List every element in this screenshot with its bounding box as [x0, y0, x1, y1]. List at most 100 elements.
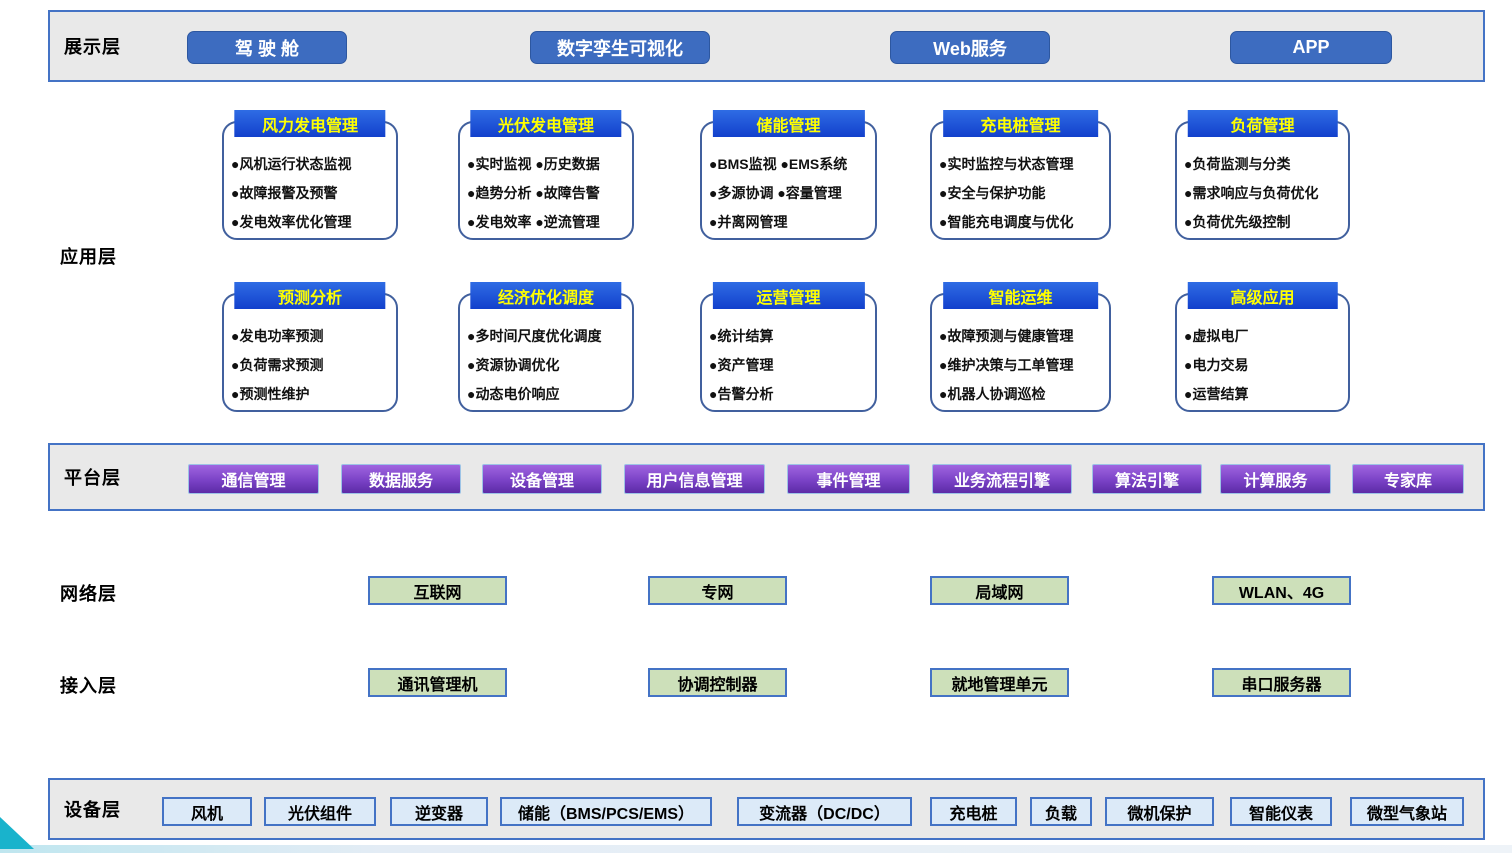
display-button-cockpit: 驾 驶 舱	[187, 31, 347, 64]
card-title: 经济优化调度	[470, 282, 622, 309]
device-box-inverter: 逆变器	[390, 797, 488, 826]
card-outline	[1175, 121, 1350, 240]
bullet-line: ●负荷需求预测	[231, 357, 324, 373]
access-box-coordinator-controller: 协调控制器	[648, 668, 787, 697]
card-bullets: ●实时监视 ●历史数据 ●趋势分析 ●故障告警 ●发电效率 ●逆流管理	[467, 150, 630, 237]
device-box-smart-meter: 智能仪表	[1230, 797, 1332, 826]
device-box-converter-dcdc: 变流器（DC/DC）	[737, 797, 912, 826]
access-box-serial-server: 串口服务器	[1212, 668, 1351, 697]
app-card-advanced-apps: 高级应用 ●虚拟电厂 ●电力交易 ●运营结算	[1175, 282, 1350, 412]
bottom-gradient-strip	[0, 845, 1512, 853]
network-layer-label: 网络层	[60, 584, 117, 604]
bullet-line: ●资产管理	[709, 357, 774, 373]
card-bullets: ●多时间尺度优化调度 ●资源协调优化 ●动态电价响应	[467, 322, 630, 409]
bullet-line: ●虚拟电厂	[1184, 328, 1249, 344]
device-box-storage-bms-pcs-ems: 储能（BMS/PCS/EMS）	[500, 797, 712, 826]
card-title: 负荷管理	[1187, 110, 1338, 137]
bullet-line: ●电力交易	[1184, 357, 1249, 373]
card-title: 充电桩管理	[942, 110, 1099, 137]
card-title: 智能运维	[942, 282, 1099, 309]
app-card-economic-dispatch: 经济优化调度 ●多时间尺度优化调度 ●资源协调优化 ●动态电价响应	[458, 282, 634, 412]
bullet-line: ●并离网管理	[709, 214, 788, 230]
card-bullets: ●实时监控与状态管理 ●安全与保护功能 ●智能充电调度与优化	[939, 150, 1107, 237]
platform-button-expert-library: 专家库	[1352, 464, 1464, 494]
network-box-wlan-4g: WLAN、4G	[1212, 576, 1351, 605]
platform-button-data-service: 数据服务	[341, 464, 461, 494]
display-layer-band: 展示层 驾 驶 舱 数字孪生可视化 Web服务 APP	[48, 10, 1485, 82]
bullet-line: ●发电效率优化管理	[231, 214, 352, 230]
bullet-line: ●BMS监视 ●EMS系统	[709, 156, 848, 172]
device-box-wind-turbine: 风机	[162, 797, 252, 826]
bullet-line: ●实时监视 ●历史数据	[467, 156, 600, 172]
platform-button-workflow-engine: 业务流程引擎	[932, 464, 1072, 494]
network-box-private-network: 专网	[648, 576, 787, 605]
network-box-internet: 互联网	[368, 576, 507, 605]
display-layer-label: 展示层	[64, 37, 121, 57]
device-layer-band: 设备层 风机 光伏组件 逆变器 储能（BMS/PCS/EMS） 变流器（DC/D…	[48, 778, 1485, 840]
device-box-micro-weather-station: 微型气象站	[1350, 797, 1464, 826]
bullet-line: ●发电功率预测	[231, 328, 324, 344]
app-card-intelligent-om: 智能运维 ●故障预测与健康管理 ●维护决策与工单管理 ●机器人协调巡检	[930, 282, 1111, 412]
card-title: 光伏发电管理	[470, 110, 622, 137]
app-card-charging-pile: 充电桩管理 ●实时监控与状态管理 ●安全与保护功能 ●智能充电调度与优化	[930, 110, 1111, 240]
card-bullets: ●虚拟电厂 ●电力交易 ●运营结算	[1184, 322, 1346, 409]
platform-layer-band: 平台层 通信管理 数据服务 设备管理 用户信息管理 事件管理 业务流程引擎 算法…	[48, 443, 1485, 511]
card-bullets: ●负荷监测与分类 ●需求响应与负荷优化 ●负荷优先级控制	[1184, 150, 1346, 237]
app-card-wind-power: 风力发电管理 ●风机运行状态监视 ●故障报警及预警 ●发电效率优化管理	[222, 110, 398, 240]
platform-layer-label: 平台层	[64, 468, 121, 488]
bullet-line: ●统计结算	[709, 328, 774, 344]
app-card-pv-power: 光伏发电管理 ●实时监视 ●历史数据 ●趋势分析 ●故障告警 ●发电效率 ●逆流…	[458, 110, 634, 240]
network-box-lan: 局域网	[930, 576, 1069, 605]
device-box-microcomputer-protection: 微机保护	[1105, 797, 1214, 826]
platform-button-communication: 通信管理	[188, 464, 319, 494]
bullet-line: ●需求响应与负荷优化	[1184, 185, 1319, 201]
card-outline	[458, 293, 634, 412]
device-layer-label: 设备层	[64, 800, 121, 820]
bullet-line: ●发电效率 ●逆流管理	[467, 214, 600, 230]
bullet-line: ●智能充电调度与优化	[939, 214, 1074, 230]
card-title: 高级应用	[1187, 282, 1338, 309]
bullet-line: ●安全与保护功能	[939, 185, 1046, 201]
bullet-line: ●预测性维护	[231, 386, 310, 402]
display-button-digital-twin: 数字孪生可视化	[530, 31, 710, 64]
card-bullets: ●风机运行状态监视 ●故障报警及预警 ●发电效率优化管理	[231, 150, 394, 237]
platform-button-device-mgmt: 设备管理	[482, 464, 602, 494]
bullet-line: ●实时监控与状态管理	[939, 156, 1074, 172]
card-title: 运营管理	[712, 282, 865, 309]
bullet-line: ●故障报警及预警	[231, 185, 338, 201]
bullet-line: ●多时间尺度优化调度	[467, 328, 602, 344]
bullet-line: ●趋势分析 ●故障告警	[467, 185, 600, 201]
bullet-line: ●维护决策与工单管理	[939, 357, 1074, 373]
display-button-app: APP	[1230, 31, 1392, 64]
card-outline	[458, 121, 634, 240]
bullet-line: ●故障预测与健康管理	[939, 328, 1074, 344]
bullet-line: ●动态电价响应	[467, 386, 560, 402]
app-card-forecast-analysis: 预测分析 ●发电功率预测 ●负荷需求预测 ●预测性维护	[222, 282, 398, 412]
app-card-load-management: 负荷管理 ●负荷监测与分类 ●需求响应与负荷优化 ●负荷优先级控制	[1175, 110, 1350, 240]
bullet-line: ●运营结算	[1184, 386, 1249, 402]
platform-button-algorithm-engine: 算法引擎	[1092, 464, 1202, 494]
bullet-line: ●风机运行状态监视	[231, 156, 352, 172]
app-card-energy-storage: 储能管理 ●BMS监视 ●EMS系统 ●多源协调 ●容量管理 ●并离网管理	[700, 110, 877, 240]
bullet-line: ●机器人协调巡检	[939, 386, 1046, 402]
device-box-load: 负载	[1030, 797, 1092, 826]
card-bullets: ●故障预测与健康管理 ●维护决策与工单管理 ●机器人协调巡检	[939, 322, 1107, 409]
access-layer-label: 接入层	[60, 676, 117, 696]
card-outline	[700, 121, 877, 240]
bullet-line: ●告警分析	[709, 386, 774, 402]
access-box-local-mgmt-unit: 就地管理单元	[930, 668, 1069, 697]
corner-swoosh-decoration	[0, 817, 34, 849]
display-button-web-service: Web服务	[890, 31, 1050, 64]
device-box-pv-module: 光伏组件	[264, 797, 376, 826]
card-title: 风力发电管理	[234, 110, 386, 137]
bullet-line: ●多源协调 ●容量管理	[709, 185, 842, 201]
card-title: 预测分析	[234, 282, 386, 309]
card-bullets: ●BMS监视 ●EMS系统 ●多源协调 ●容量管理 ●并离网管理	[709, 150, 873, 237]
bullet-line: ●负荷优先级控制	[1184, 214, 1291, 230]
application-layer-label: 应用层	[60, 247, 117, 267]
card-outline	[930, 121, 1111, 240]
card-title: 储能管理	[712, 110, 865, 137]
platform-button-user-info: 用户信息管理	[624, 464, 765, 494]
card-bullets: ●发电功率预测 ●负荷需求预测 ●预测性维护	[231, 322, 394, 409]
